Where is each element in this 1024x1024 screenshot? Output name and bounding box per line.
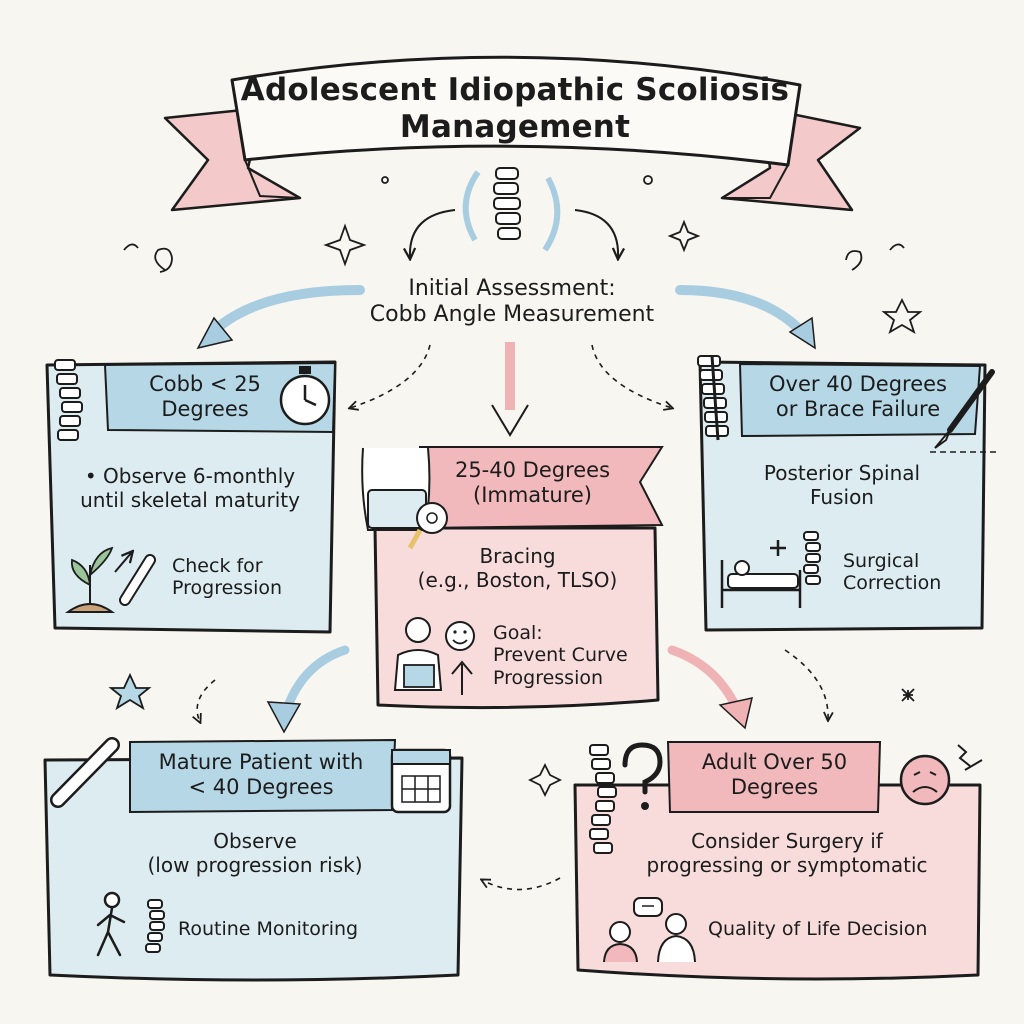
header-line: (Immature) [473,482,592,507]
spine-icon [145,899,165,953]
page-title: Adolescent Idiopathic Scoliosis Manageme… [240,72,790,145]
initial-assessment: Initial Assessment: Cobb Angle Measureme… [330,276,694,328]
adult-over-50-header: Adult Over 50 Degrees [672,750,877,800]
box-25-40 [373,446,664,710]
note-line: Surgical [843,550,920,572]
hospital-bed-icon [720,540,802,608]
over-40-body: Posterior Spinal Fusion [712,461,972,509]
torso-brace-icon [361,447,431,531]
over-40-note: Surgical Correction [843,550,973,595]
box-over-40 [698,360,1000,632]
flow-arrow-left [210,285,365,335]
header-line: or Brace Failure [775,396,941,421]
body-line: Bracing [479,544,556,568]
sad-face-icon [899,744,983,806]
body-line: Observe [213,829,297,853]
body-line: (e.g., Boston, TLSO) [417,567,618,592]
note-line: Goal: [493,622,543,644]
body-line: until skeletal maturity [80,487,300,512]
arrow-adult-to-mature [482,877,561,891]
body-line: (low progression risk) [147,852,363,877]
note-line: Progression [493,666,604,689]
deg-25-40-body: Bracing (e.g., Boston, TLSO) [385,544,650,592]
header-line: Mature Patient with [158,750,364,774]
tape-measure-icon [407,502,448,550]
box-cobb-lt-25 [45,360,337,634]
cobb-lt-25-note: Check for Progression [172,555,322,600]
scalpel-icon [934,369,995,449]
spine-rods-icon [697,355,729,441]
adult-over-50-note: Quality of Life Decision [708,918,928,940]
note-line: Prevent Curve [493,644,628,667]
mature-lt-40-body: Observe (low progression risk) [70,829,440,877]
header-line: < 40 Degrees [188,774,334,799]
decorative-doodles [108,175,923,798]
spine-icon [54,359,83,441]
header-line: Adult Over 50 [701,750,848,774]
body-line: Fusion [810,484,874,509]
calendar-icon [390,748,452,814]
bone-icon [119,554,156,606]
cobb-lt-25-header: Cobb < 25 Degrees [110,372,300,422]
header-line: Degrees [730,774,819,799]
spine-icon [803,531,821,585]
note-line: Check for [172,555,263,577]
header-line: Over 40 Degrees [769,372,947,396]
over-40-header: Over 40 Degrees or Brace Failure [742,372,974,422]
header-line: Degrees [161,396,249,421]
walking-person-icon [96,891,126,957]
note-line: Correction [843,572,942,595]
flow-arrow-to-adult [667,645,740,710]
bone-icon [50,737,120,808]
cobb-lt-25-body: • Observe 6-monthly until skeletal matur… [55,464,325,512]
deg-25-40-note: Goal: Prevent Curve Progression [493,622,653,689]
deg-25-40-header: 25-40 Degrees (Immature) [425,458,640,508]
body-line: • Observe 6-monthly [84,464,296,488]
arrow-to-right [574,209,618,258]
title-line-1: Adolescent Idiopathic Scoliosis [240,72,790,108]
assessment-line-1: Initial Assessment: [408,276,616,301]
title-ribbon [163,55,862,212]
mature-lt-40-note: Routine Monitoring [178,918,359,940]
brace-person-icon [393,617,443,691]
adult-over-50-body: Consider Surgery if progressing or sympt… [608,829,966,877]
question-mark-icon [622,742,663,810]
header-line: Cobb < 25 [149,372,261,396]
body-line: progressing or symptomatic [646,852,928,877]
doctor-patient-icon [603,897,696,963]
title-line-2: Management [399,108,631,145]
spine-icon [589,744,617,854]
flow-arrow-right [675,285,805,335]
smiley-icon [445,621,475,651]
header-line: 25-40 Degrees [454,458,611,482]
stopwatch-icon [279,366,331,426]
up-arrow-icon [451,660,473,695]
assessment-line-2: Cobb Angle Measurement [369,301,655,327]
sprout-icon [64,546,116,613]
body-line: Consider Surgery if [691,829,883,853]
spine-icon [462,167,561,252]
body-line: Posterior Spinal [763,461,921,485]
mature-lt-40-header: Mature Patient with < 40 Degrees [130,750,392,800]
note-line: Progression [172,577,283,600]
arrow-to-left [410,209,456,258]
